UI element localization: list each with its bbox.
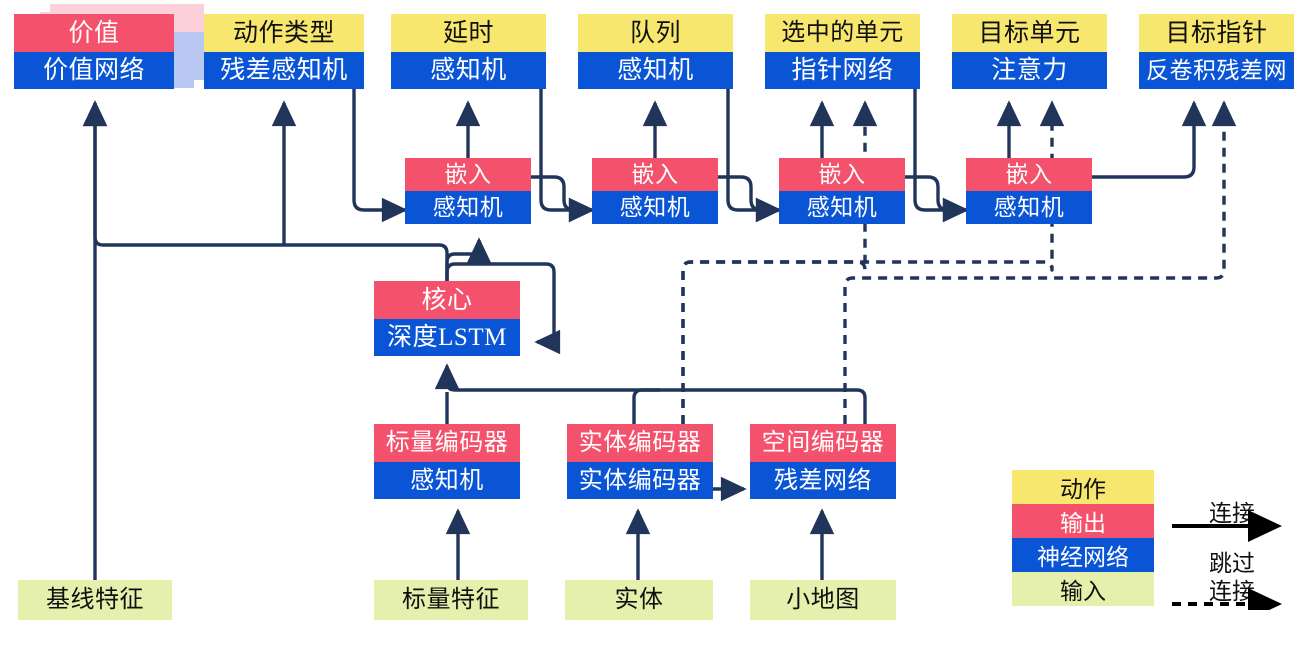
head-delay[interactable]: 延时 感知机 (391, 14, 546, 89)
spatial-encoder-network-label: 残差网络 (750, 462, 896, 499)
embed-2[interactable]: 嵌入 感知机 (592, 158, 718, 224)
input-baseline-features[interactable]: 基线特征 (18, 580, 172, 620)
embed-2-output-label: 嵌入 (592, 158, 718, 191)
head-target-unit[interactable]: 目标单元 注意力 (952, 14, 1107, 89)
core-network-label: 深度LSTM (374, 319, 520, 356)
legend-skip-connection-label-line1: 跳过 (1209, 551, 1255, 576)
head-selected-unit[interactable]: 选中的单元 指针网络 (765, 14, 920, 89)
input-baseline-features-label: 基线特征 (18, 580, 172, 620)
wire-embed-2-to-embed-3 (717, 175, 782, 223)
wire-embed-1-to-embed-2 (530, 175, 595, 223)
wire-embed-4-to-target-point (1092, 100, 1207, 179)
head-target-point[interactable]: 目标指针 反卷积残差网 (1139, 14, 1294, 89)
embed-2-network-label: 感知机 (592, 191, 718, 224)
input-minimap[interactable]: 小地图 (750, 580, 896, 620)
legend-skip-connection-label-line2: 连接 (1209, 579, 1255, 604)
head-action-type-action-label: 动作类型 (204, 14, 364, 52)
head-value-action-label: 价值 (14, 14, 174, 52)
wire-skip-entity-to-target-unit (681, 100, 1065, 424)
head-queue-network-label: 感知机 (578, 52, 733, 89)
head-value[interactable]: 价值 价值网络 (14, 14, 174, 89)
input-minimap-label: 小地图 (750, 580, 896, 620)
input-entities[interactable]: 实体 (565, 580, 713, 620)
wire-embed-3-to-embed-4 (904, 175, 969, 223)
legend-swatch-network: 神经网络 (1012, 538, 1154, 572)
embed-1-output-label: 嵌入 (405, 158, 531, 191)
legend-connection-label: 连接 (1209, 501, 1255, 526)
head-delay-network-label: 感知机 (391, 52, 546, 89)
spatial-encoder[interactable]: 空间编码器 残差网络 (750, 424, 896, 499)
input-entities-label: 实体 (565, 580, 713, 620)
wire-core-to-embed-1 (445, 237, 492, 281)
input-scalar-features[interactable]: 标量特征 (374, 580, 528, 620)
head-delay-action-label: 延时 (391, 14, 546, 52)
embed-1[interactable]: 嵌入 感知机 (405, 158, 531, 224)
head-target-unit-network-label: 注意力 (952, 52, 1107, 89)
head-queue[interactable]: 队列 感知机 (578, 14, 733, 89)
head-target-point-network-label: 反卷积残差网 (1139, 52, 1294, 89)
legend-edge-samples (1172, 510, 1282, 610)
entity-encoder[interactable]: 实体编码器 实体编码器 (567, 424, 713, 499)
core-output-label: 核心 (374, 281, 520, 319)
head-queue-action-label: 队列 (578, 14, 733, 52)
head-target-point-action-label: 目标指针 (1139, 14, 1294, 52)
head-action-type-network-label: 残差感知机 (204, 52, 364, 89)
embed-4-output-label: 嵌入 (966, 158, 1092, 191)
core-lstm[interactable]: 核心 深度LSTM (374, 281, 520, 356)
entity-encoder-output-label: 实体编码器 (567, 424, 713, 462)
embed-3-network-label: 感知机 (779, 191, 905, 224)
embed-1-network-label: 感知机 (405, 191, 531, 224)
input-scalar-features-label: 标量特征 (374, 580, 528, 620)
embed-3-output-label: 嵌入 (779, 158, 905, 191)
wire-skip-spatial-to-target-point (843, 100, 1237, 424)
legend-swatch-action: 动作 (1012, 470, 1154, 504)
scalar-encoder-output-label: 标量编码器 (374, 424, 520, 462)
embed-4-network-label: 感知机 (966, 191, 1092, 224)
legend-swatch-input: 输入 (1012, 572, 1154, 606)
wire-entity-encoder-riser (632, 388, 660, 424)
head-selected-unit-network-label: 指针网络 (765, 52, 920, 89)
wire-encoder-bus-to-core (434, 363, 867, 424)
head-action-type[interactable]: 动作类型 残差感知机 (204, 14, 364, 89)
wire-skip-entity-to-selected-unit (681, 100, 878, 424)
embed-4[interactable]: 嵌入 感知机 (966, 158, 1092, 224)
legend: 动作 输出 神经网络 输入 连接 跳过 连接 (1012, 470, 1297, 610)
entity-encoder-network-label: 实体编码器 (567, 462, 713, 499)
scalar-encoder-network-label: 感知机 (374, 462, 520, 499)
scalar-encoder[interactable]: 标量编码器 感知机 (374, 424, 520, 499)
wire-core-output-riser (82, 100, 449, 281)
legend-swatch-stack: 动作 输出 神经网络 输入 (1012, 470, 1154, 606)
spatial-encoder-output-label: 空间编码器 (750, 424, 896, 462)
head-target-unit-action-label: 目标单元 (952, 14, 1107, 52)
embed-3[interactable]: 嵌入 感知机 (779, 158, 905, 224)
legend-swatch-output: 输出 (1012, 504, 1154, 538)
head-value-network-label: 价值网络 (14, 52, 174, 89)
head-selected-unit-action-label: 选中的单元 (765, 14, 920, 52)
